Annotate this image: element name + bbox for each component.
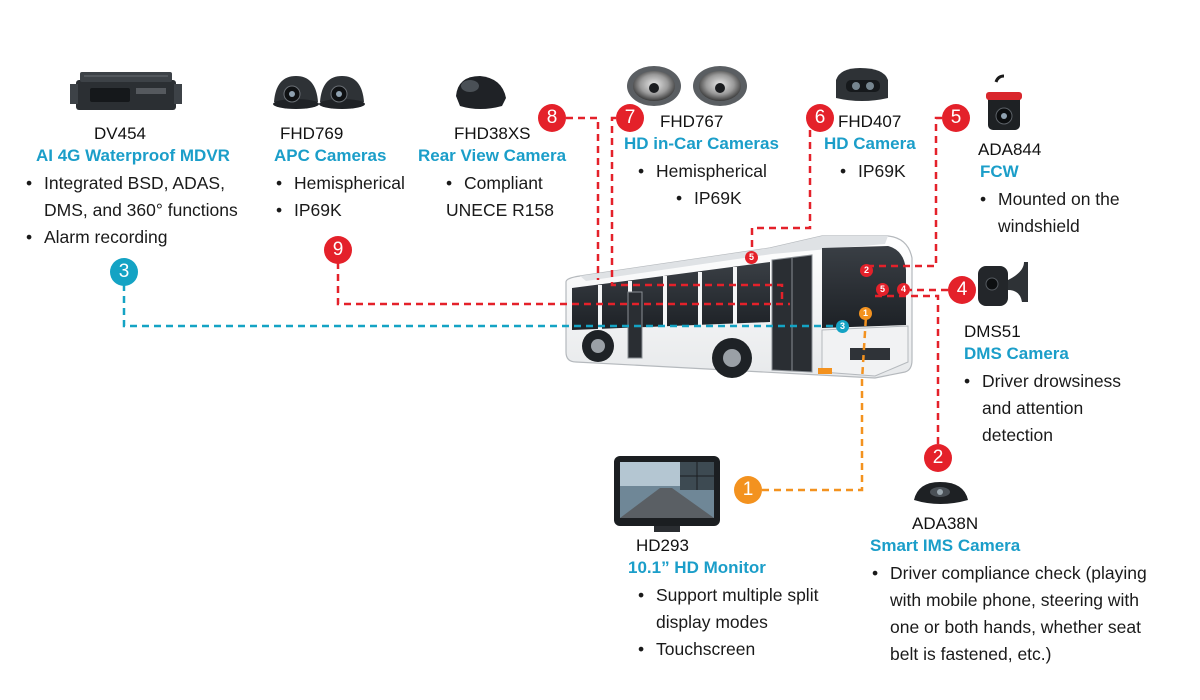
fhd769-bullet-2: IP69K (276, 197, 434, 224)
ada38n-device-image (914, 482, 968, 504)
badge-9: 9 (324, 236, 352, 264)
fhd407-block: FHD407 HD Camera IP69K (824, 112, 944, 185)
fhd769-block: FHD769 APC Cameras Hemispherical IP69K (274, 124, 434, 224)
fhd767-bullet-2: IP69K (676, 185, 814, 212)
dv454-device-image (70, 72, 182, 110)
ada38n-title: Smart IMS Camera (870, 536, 1021, 555)
ada844-title: FCW (980, 162, 1019, 181)
fhd407-title: HD Camera (824, 134, 916, 153)
ada38n-model: ADA38N (912, 514, 979, 533)
dv454-bullet-1: Integrated BSD, ADAS,DMS, and 360° funct… (26, 170, 280, 224)
fhd38xs-device-image (456, 76, 506, 109)
line-7 (610, 116, 784, 300)
dv454-block: DV454 AI 4G Waterproof MDVR Integrated B… (20, 124, 280, 251)
bus-marker-5-top: 5 (745, 251, 758, 264)
fhd38xs-model: FHD38XS (454, 124, 531, 143)
line-9 (336, 262, 790, 306)
fhd769-title: APC Cameras (274, 146, 387, 165)
bus-marker-3: 3 (836, 320, 849, 333)
fhd407-model: FHD407 (838, 112, 902, 131)
dv454-bullet-2: Alarm recording (26, 224, 280, 251)
badge-5: 5 (942, 104, 970, 132)
ada38n-block: ADA38N Smart IMS Camera Driver complianc… (870, 514, 1190, 668)
bus-illustration (565, 235, 913, 379)
dv454-title: AI 4G Waterproof MDVR (36, 146, 230, 165)
hd293-title: 10.1” HD Monitor (628, 558, 766, 577)
bus-marker-1: 1 (859, 307, 872, 320)
badge-2: 2 (924, 444, 952, 472)
fhd767-model: FHD767 (660, 112, 724, 131)
fhd767-title: HD in-Car Cameras (624, 134, 779, 153)
hd293-model: HD293 (636, 536, 689, 555)
fhd38xs-block: FHD38XS Rear View Camera CompliantUNECE … (418, 124, 588, 224)
fhd769-model: FHD769 (280, 124, 344, 143)
fhd38xs-title: Rear View Camera (418, 146, 567, 165)
bus-marker-2: 2 (860, 264, 873, 277)
ada844-device-image (986, 74, 1022, 130)
fhd767-device-image (627, 66, 747, 106)
ada844-model: ADA844 (978, 140, 1042, 159)
badge-1: 1 (734, 476, 762, 504)
hd293-bullet-2: Touchscreen (638, 636, 868, 663)
line-1 (762, 315, 868, 492)
badge-8: 8 (538, 104, 566, 132)
badge-6: 6 (806, 104, 834, 132)
fhd769-bullet-1: Hemispherical (276, 170, 434, 197)
dms51-device-image (978, 262, 1028, 306)
fhd407-bullet-1: IP69K (840, 158, 944, 185)
line-5 (868, 116, 942, 268)
fhd769-device-image (273, 76, 365, 109)
line-3 (122, 284, 840, 328)
bus-marker-5: 5 (876, 283, 889, 296)
fhd767-block: FHD767 HD in-Car Cameras Hemispherical I… (624, 112, 814, 212)
dv454-model: DV454 (94, 124, 146, 143)
line-2 (870, 294, 940, 444)
badge-4: 4 (948, 276, 976, 304)
hd293-device-image (614, 456, 720, 532)
fhd407-device-image (836, 68, 888, 101)
bus-marker-4: 4 (897, 283, 910, 296)
hd293-block: HD293 10.1” HD Monitor Support multiple … (628, 536, 868, 663)
badge-3: 3 (110, 258, 138, 286)
dms51-model: DMS51 (964, 322, 1021, 341)
badge-7: 7 (616, 104, 644, 132)
fhd767-bullet-1: Hemispherical (638, 158, 814, 185)
dms51-title: DMS Camera (964, 344, 1069, 363)
